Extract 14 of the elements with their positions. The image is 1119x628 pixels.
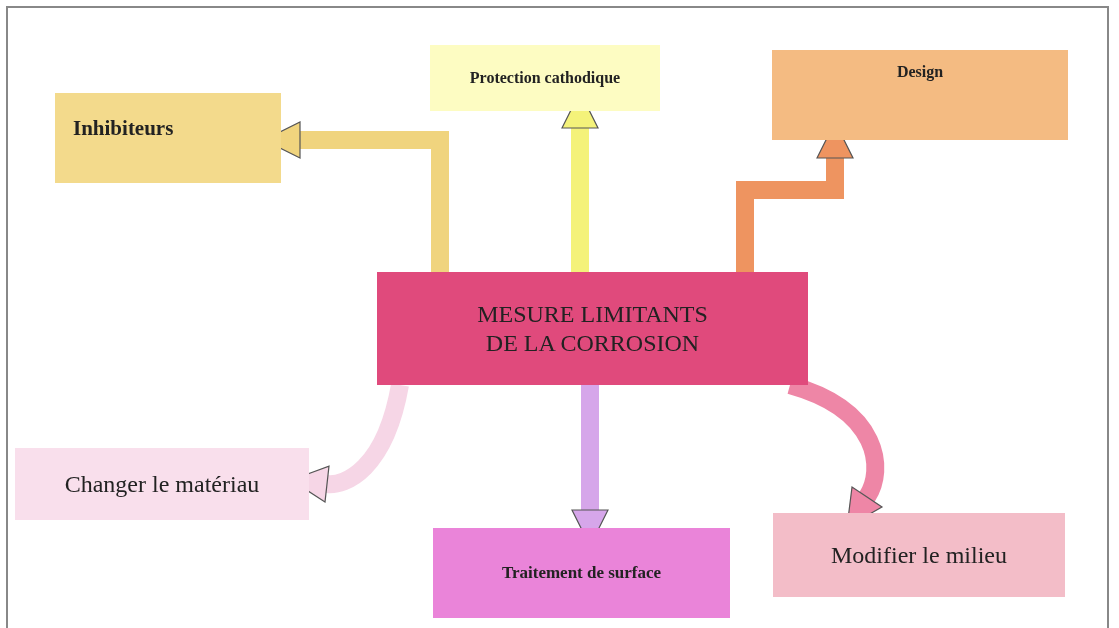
box-label: Changer le matériau (64, 469, 260, 499)
box-label: Design (896, 62, 944, 82)
box-label: Protection cathodique (469, 68, 621, 88)
box-label: MESURE LIMITANTS DE LA CORROSION (477, 299, 708, 358)
central-box (377, 272, 808, 385)
box-label: Traitement de surface (501, 562, 662, 584)
process-box (55, 93, 281, 183)
box-label: Modifier le milieu (831, 540, 1007, 570)
process-box (772, 50, 1068, 140)
process-box (15, 448, 309, 520)
process-box (430, 45, 660, 111)
process-box (433, 528, 730, 618)
box-label: Inhibiteurs (73, 116, 174, 142)
process-box (773, 513, 1065, 597)
